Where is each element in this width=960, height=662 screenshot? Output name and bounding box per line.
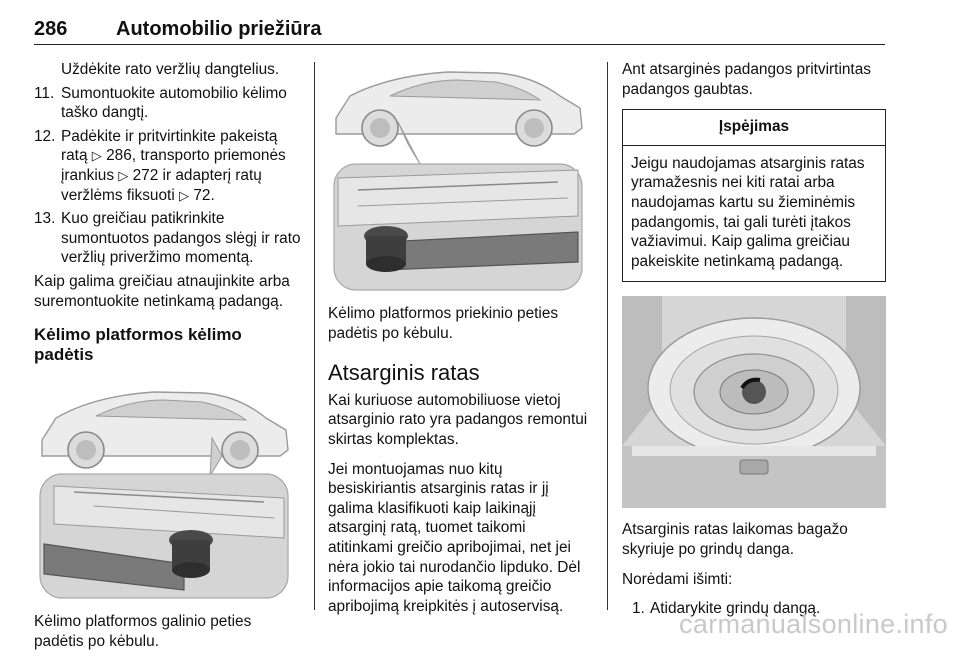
step-text: Kuo greičiau patikrinkite sumontuotos pa…	[61, 210, 301, 267]
step-number: 12.	[34, 127, 56, 145]
warning-box: Įspėjimas Jeigu naudojamas atsarginis ra…	[622, 109, 886, 283]
column-middle: Kėlimo platformos priekinio peties padėt…	[328, 60, 590, 626]
section-heading: Atsarginis ratas	[328, 360, 480, 386]
page-reference-link[interactable]: 72	[193, 186, 211, 204]
step-number: 1.	[632, 600, 645, 618]
watermark: carmanualsonline.info	[679, 609, 948, 639]
page-reference-link[interactable]: 286	[106, 147, 132, 165]
body-paragraph: Ant atsarginės padangos pritvirtintas pa…	[622, 61, 871, 98]
step-text: Padėkite ir pritvirtinkite pakeistą ratą…	[61, 127, 304, 205]
page-number: 286	[34, 17, 68, 40]
body-paragraph: Kai kuriuose automobiliuose vietoj atsar…	[328, 391, 588, 448]
list-item: 11. Sumontuokite automobilio kėlimo tašk…	[34, 84, 304, 123]
subsection-heading: Kėlimo platformos kėlimo padėtis	[34, 325, 242, 364]
figure-caption: Kėlimo platformos priekinio peties padėt…	[328, 305, 559, 342]
step-text: Sumontuokite automobilio kėlimo taško da…	[61, 84, 287, 122]
warning-title: Įspėjimas	[623, 110, 885, 146]
figure-caption: Atsarginis ratas laikomas bagažo skyriuj…	[622, 521, 848, 558]
step-number: 11.	[34, 84, 55, 102]
page-ref-arrow-icon: ▷	[118, 167, 129, 183]
text-span: ir adapterį ratų veržlėms fiksuoti	[61, 166, 262, 204]
spare-wheel-illustration	[622, 296, 886, 509]
column-left: Uždėkite rato veržlių dangtelius. 11. Su…	[34, 60, 304, 662]
body-paragraph: Kaip galima greičiau atnaujinkite arba s…	[34, 272, 290, 310]
rear-lift-point-illustration	[34, 378, 294, 601]
step-number: 13.	[34, 210, 56, 228]
column-right: Ant atsarginės padangos pritvirtintas pa…	[622, 60, 886, 623]
list-item: 13. Kuo greičiau patikrinkite sumontuoto…	[34, 209, 304, 268]
text-span: .	[210, 186, 215, 204]
column-divider	[607, 62, 608, 610]
figure-caption: Kėlimo platformos galinio peties padėtis…	[34, 613, 252, 650]
column-divider	[314, 62, 315, 610]
text-span: Padėkite ir pritvirtinkite pakeistą ratą	[61, 127, 278, 165]
page-reference-link[interactable]: 272	[132, 166, 159, 184]
step-text: Atidarykite grindų dangą.	[650, 600, 821, 618]
warning-text: Jeigu naudojamas atsarginis ratas yramaž…	[631, 154, 865, 270]
page-ref-arrow-icon: ▷	[179, 187, 190, 203]
list-item: 12. Padėkite ir pritvirtinkite pakeistą …	[34, 127, 304, 205]
step-continuation: Uždėkite rato veržlių dangtelius.	[61, 61, 280, 78]
chapter-title: Automobilio priežiūra	[116, 17, 322, 40]
list-item: 1. Atidarykite grindų dangą.	[622, 599, 886, 619]
body-paragraph: Norėdami išimti:	[622, 570, 733, 588]
page-header: 286 Automobilio priežiūra	[34, 14, 885, 45]
body-paragraph: Jei montuojamas nuo kitų besiskiriantis …	[328, 460, 581, 615]
text-span: , transporto priemonės įrankius	[61, 147, 286, 184]
front-lift-point-illustration	[328, 66, 588, 292]
page-ref-arrow-icon: ▷	[91, 148, 102, 164]
